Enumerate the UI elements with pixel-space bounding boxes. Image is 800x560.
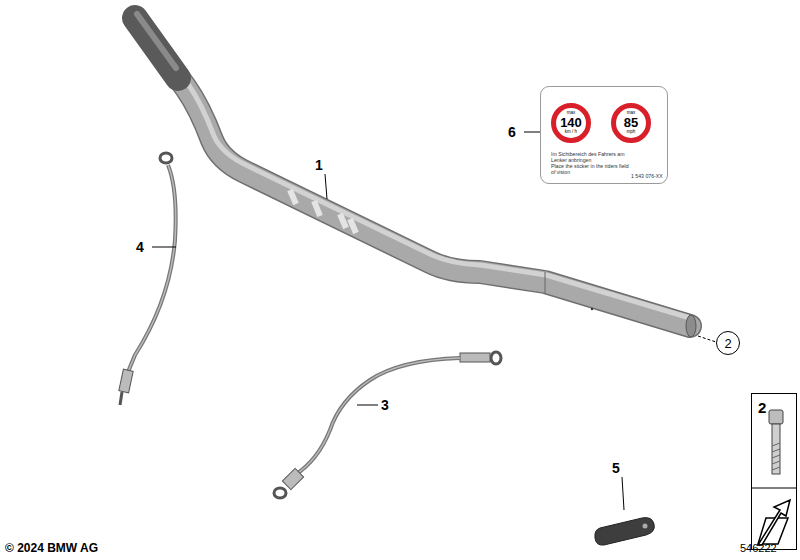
handlebar-tube	[135, 18, 690, 326]
callout-number: 2	[724, 337, 731, 350]
part-number: 1 543 076-XX	[631, 173, 667, 179]
handlebar-highlight	[138, 14, 690, 318]
handlebar-grip	[135, 18, 178, 78]
speed-sign: max85mph	[611, 103, 651, 143]
speed-value: 85	[624, 116, 638, 130]
sticker-note: Place the sticker in the riders field of…	[551, 163, 633, 175]
tube-step	[545, 272, 546, 293]
leader-line	[524, 132, 540, 133]
speed-unit: mph	[627, 130, 636, 135]
handlebar-end	[686, 315, 696, 337]
speed-value: 140	[560, 116, 582, 130]
leader-line	[357, 405, 378, 406]
leader-line	[622, 477, 624, 510]
screw-panel: 2	[751, 393, 797, 550]
arrow-symbol	[758, 500, 790, 545]
callout-circle: 2	[716, 331, 740, 355]
callout-number: 5	[612, 461, 620, 475]
knurling-marks	[290, 190, 356, 233]
diagram-number: 546222	[740, 543, 777, 554]
callout-number: 2	[758, 400, 766, 415]
leader-line	[698, 336, 716, 342]
leader-line	[152, 247, 176, 248]
brake-hose-4	[119, 153, 176, 405]
callout-number: 6	[508, 125, 516, 139]
sticker-note: Im Sichtbereich des Fahrers am Lenker an…	[551, 151, 633, 163]
screw	[769, 410, 783, 474]
speed-sign: max140km / h	[551, 103, 591, 143]
brake-hose-3	[274, 352, 501, 498]
callout-number: 4	[136, 240, 144, 254]
grip-highlight	[137, 14, 176, 68]
hole	[591, 308, 593, 310]
leader-line	[325, 174, 327, 199]
callout-number: 1	[315, 158, 323, 172]
panel-divider	[751, 488, 797, 489]
speed-unit: km / h	[565, 130, 577, 135]
callout-number: 3	[381, 398, 389, 412]
handlebar-outline	[135, 18, 690, 326]
sticker-panel: Im Sichtbereich des Fahrers am Lenker an…	[540, 86, 668, 184]
copyright: © 2024 BMW AG	[5, 542, 98, 554]
clip-5	[595, 518, 654, 546]
